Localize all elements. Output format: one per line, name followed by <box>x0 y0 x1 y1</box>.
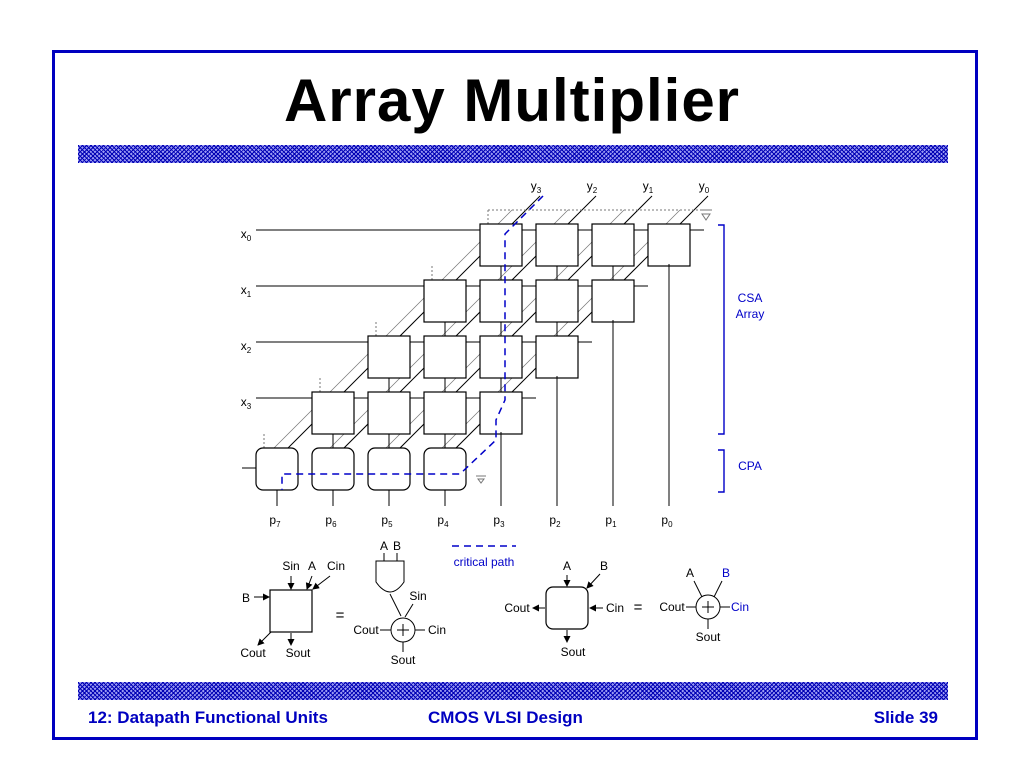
legend-cpa-cin-label: Cin <box>606 601 624 615</box>
cpa-brace <box>718 449 725 493</box>
csa-brace <box>718 224 725 435</box>
csa-cell <box>367 391 411 435</box>
cpa-cell <box>367 447 411 491</box>
csa-cell <box>367 335 411 379</box>
legend-csa-a-label: A <box>308 559 316 573</box>
footer-course: CMOS VLSI Design <box>428 708 583 727</box>
legend-cpa-a-label: A <box>563 559 571 573</box>
cpa-label: CPA <box>738 459 762 473</box>
legend-equals-2: = <box>634 599 643 616</box>
product-output-label: p6 <box>325 513 337 529</box>
legend-fa-cout-label: Cout <box>659 600 685 614</box>
bottom-decorative-stripe <box>78 682 948 700</box>
legend-impl-sout-label: Sout <box>391 653 416 667</box>
and-gate-icon <box>375 560 405 593</box>
cpa-cell <box>311 447 355 491</box>
legend-cpa-b-label: B <box>600 559 608 573</box>
csa-cell <box>591 279 635 323</box>
top-decorative-stripe <box>78 145 948 163</box>
legend-fa-sout-label: Sout <box>696 630 721 644</box>
legend-cpa-b-arrow <box>586 573 601 589</box>
csa-cell <box>479 391 523 435</box>
legend-fa-b-label: B <box>722 566 730 580</box>
product-output-label: p3 <box>493 513 505 529</box>
csa-label: CSA <box>738 291 763 305</box>
legend-cpa-cout-label: Cout <box>504 601 530 615</box>
csa-cell <box>535 335 579 379</box>
legend-impl-cin-label: Cin <box>428 623 446 637</box>
ground-symbol <box>700 209 712 221</box>
product-output-label: p7 <box>269 513 281 529</box>
csa-cell <box>535 279 579 323</box>
legend-fa-a-label: A <box>686 566 694 580</box>
legend-fa-b-wire <box>713 580 723 598</box>
legend-and-out-wire <box>389 593 402 617</box>
x-input-label: x2 <box>241 339 252 355</box>
slide-frame <box>52 50 978 740</box>
legend-impl-sin-label: Sin <box>409 589 426 603</box>
cpa-ground-symbol <box>476 475 486 484</box>
csa-cell <box>535 223 579 267</box>
product-output-label: p1 <box>605 513 617 529</box>
product-output-label: p0 <box>661 513 673 529</box>
legend-csa-cell <box>269 589 313 633</box>
legend-csa-sin-label: Sin <box>282 559 299 573</box>
csa-cell <box>423 279 467 323</box>
legend-fa-cin-label: Cin <box>731 600 749 614</box>
legend-csa-cout-arrow <box>257 631 272 646</box>
csa-cell <box>647 223 691 267</box>
legend-and-a-label: A <box>380 539 388 553</box>
legend-equals-1: = <box>336 607 345 624</box>
legend-csa-sout-label: Sout <box>286 646 311 660</box>
slide-title: Array Multiplier <box>283 67 741 134</box>
carry-feed-line <box>317 209 569 461</box>
critical-path-line <box>281 195 544 490</box>
legend-csa-cin-label: Cin <box>327 559 345 573</box>
csa-label-line2: Array <box>736 307 765 321</box>
csa-cell <box>311 391 355 435</box>
legend-csa-cout-label: Cout <box>240 646 266 660</box>
cpa-cell <box>423 447 467 491</box>
critical-path-label: critical path <box>454 555 515 569</box>
cpa-cell <box>255 447 299 491</box>
legend-cpa-cell <box>545 586 589 630</box>
legend-cpa-sout-label: Sout <box>561 645 586 659</box>
x-input-label: x3 <box>241 395 252 411</box>
multiplier-array <box>242 195 712 506</box>
footer-chapter: 12: Datapath Functional Units <box>88 708 328 727</box>
y-input-label: y1 <box>643 179 654 195</box>
y-input-label: y0 <box>699 179 710 195</box>
csa-cell <box>479 223 523 267</box>
legend-and-b-label: B <box>393 539 401 553</box>
product-output-label: p4 <box>437 513 449 529</box>
legend-csa-b-label: B <box>242 591 250 605</box>
csa-cell <box>423 391 467 435</box>
legend-impl-sin-wire <box>404 603 414 618</box>
csa-cell <box>479 335 523 379</box>
carry-feed-line <box>373 209 625 461</box>
carry-feed-line <box>429 209 681 461</box>
multiplier-labels: y3 y2 y1 y0 x0 x1 x2 x3 p7 p6 p5 p4 p3 p2 p1 p0 CSA Array… <box>241 179 765 569</box>
carry-feed-line <box>261 209 513 461</box>
legend-csa-cin-arrow <box>312 575 331 590</box>
y-input-label: y3 <box>531 179 542 195</box>
x-input-label: x0 <box>241 227 252 243</box>
product-output-label: p2 <box>549 513 561 529</box>
x-input-label: x1 <box>241 283 252 299</box>
csa-cell <box>591 223 635 267</box>
csa-cell <box>479 279 523 323</box>
legend-impl-cout-label: Cout <box>353 623 379 637</box>
legend-csa-a-arrow <box>305 575 313 590</box>
footer-slide-number: Slide 39 <box>873 708 938 727</box>
csa-cell <box>423 335 467 379</box>
product-output-label: p5 <box>381 513 393 529</box>
legend-fa-a-wire <box>693 580 703 598</box>
y-input-label: y2 <box>587 179 598 195</box>
